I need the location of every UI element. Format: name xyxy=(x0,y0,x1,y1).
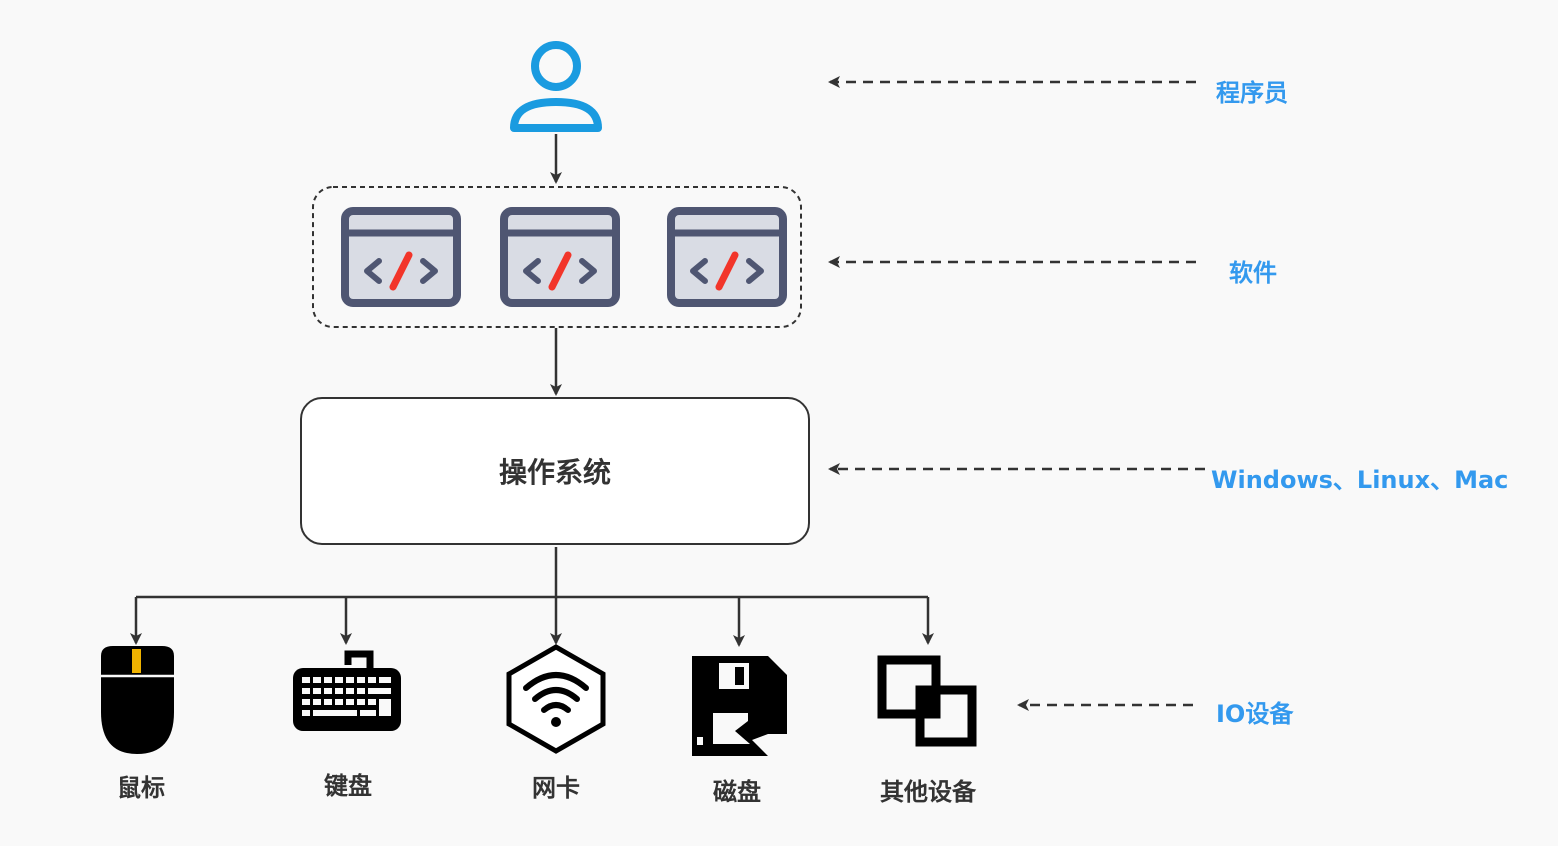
wifi-hex-icon xyxy=(506,644,606,754)
device-label-mouse: 鼠标 xyxy=(117,774,165,802)
layer-pointer-arrows xyxy=(828,76,1205,711)
user-icon xyxy=(510,41,602,132)
layer-label-os-names: Windows、Linux、Mac xyxy=(1211,466,1509,494)
os-box-title: 操作系统 xyxy=(498,456,611,489)
keyboard-icon xyxy=(293,650,401,731)
app-window-icon-3 xyxy=(667,207,787,307)
device-label-disk: 磁盘 xyxy=(713,778,761,806)
device-label-other: 其他设备 xyxy=(880,778,976,806)
app-window-icon-1 xyxy=(341,207,461,307)
device-label-network-card: 网卡 xyxy=(532,774,580,802)
operating-system-box: 操作系统 xyxy=(300,397,810,545)
floppy-disk-icon xyxy=(692,656,787,756)
layer-label-programmer: 程序员 xyxy=(1216,79,1288,107)
layer-label-software: 软件 xyxy=(1229,259,1277,287)
mouse-icon xyxy=(101,646,174,754)
layer-label-io: IO设备 xyxy=(1216,700,1294,728)
os-to-devices-connectors xyxy=(130,547,934,647)
device-label-keyboard: 键盘 xyxy=(324,772,372,800)
app-window-icon-2 xyxy=(500,207,620,307)
overlap-squares-icon xyxy=(877,655,977,747)
